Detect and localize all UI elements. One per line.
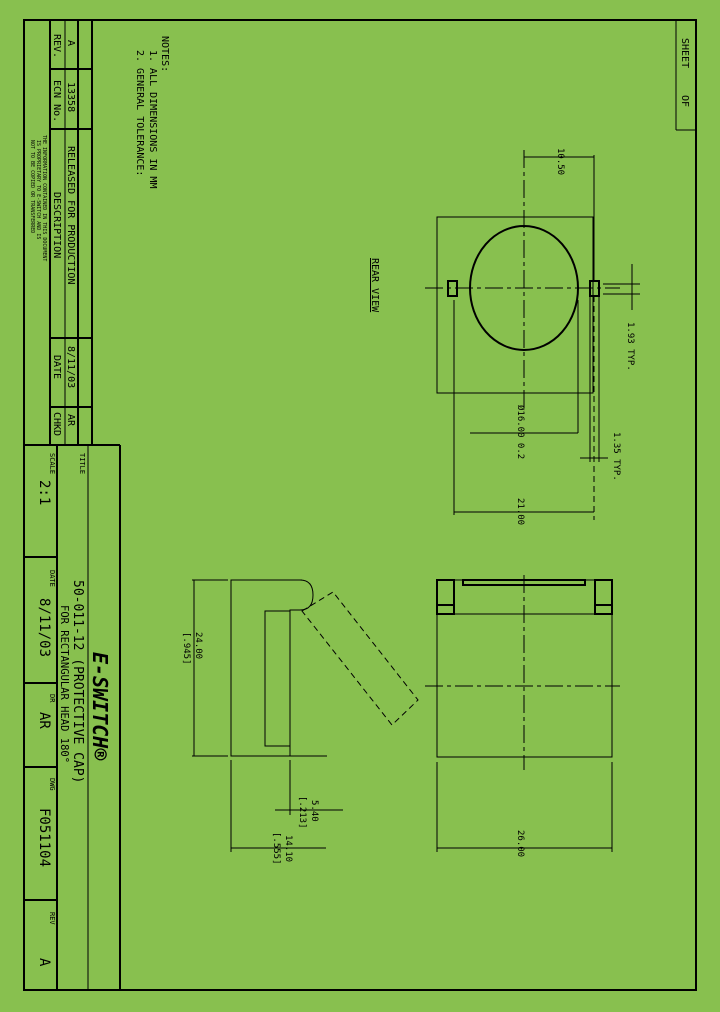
rear-view: REAR VIEW 10.50 1.93 TYP. Ø16.00 0.2 1.3… (369, 148, 640, 525)
cap-open-position (301, 591, 419, 726)
proprietary-line-1: THE INFORMATION CONTAINED IN THIS DOCUME… (41, 135, 47, 261)
rev-label: REV (48, 912, 56, 925)
proprietary-line-2: IS PROPRIETARY TO E-SWITCH AND IS (35, 140, 41, 239)
title-label: TITLE (78, 453, 86, 474)
dr-value: AR (36, 712, 52, 729)
rear-view-label: REAR VIEW (369, 258, 380, 313)
sheet-label: SHEET (679, 38, 690, 68)
front-view: 26.00 (425, 575, 620, 857)
dim-26-00: 26.00 (515, 830, 525, 857)
dim-24-00-inch: [.945] (181, 632, 191, 665)
dwg-label: DWG (48, 778, 56, 791)
date-value: 8/11/03 (65, 346, 76, 388)
description-header: DESCRIPTION (51, 192, 62, 258)
proprietary-line-3: NOT TO BE COPIED OR TRANSFERRED (29, 140, 35, 233)
date-label: DATE (48, 570, 56, 587)
date-value: 8/11/03 (36, 598, 52, 657)
dim-10-50: 10.50 (555, 148, 565, 175)
dim-21-00: 21.00 (515, 498, 525, 525)
dim-5-40: 5.40 (309, 800, 319, 822)
dim-14-10-inch: [.555] (271, 832, 281, 865)
description-value: RELEASED FOR PRODUCTION (65, 146, 76, 284)
dim-1-93-typ: 1.93 TYP. (625, 322, 635, 371)
title-line-1: 50-011-12 (PROTECTIVE CAP) (70, 580, 85, 784)
dwg-value: F051104 (36, 808, 52, 867)
dr-label: DR (48, 694, 56, 703)
dim-5-40-inch: [.213] (297, 796, 307, 829)
scale-label: SCALE (48, 453, 56, 474)
dim-1-35-typ: 1.35 TYP. (611, 432, 621, 481)
ecn-header: ECN No. (51, 80, 62, 122)
chkd-header: CHKD (51, 412, 62, 436)
rev-header: REV. (51, 34, 62, 58)
date-header: DATE (51, 355, 62, 379)
dim-dia-16: Ø16.00 0.2 (515, 405, 526, 459)
ecn-value: 13358 (65, 82, 76, 112)
revision-block: REV. ECN No. DESCRIPTION DATE CHKD A 133… (24, 20, 120, 446)
dim-14-10: 14.10 (283, 835, 293, 862)
scale-value: 2:1 (36, 480, 52, 505)
dim-24-00: 24.00 (193, 632, 203, 659)
notes-heading: NOTES: (159, 36, 170, 72)
sheet-of-label: OF (679, 95, 690, 107)
rev-value: A (36, 958, 52, 967)
e-switch-logo: E-SWITCH® (88, 652, 112, 761)
chkd-value: AR (65, 414, 76, 427)
notes: NOTES: 1. ALL DIMENSIONS IN MM 2. GENERA… (134, 36, 170, 188)
side-body-outline (230, 579, 314, 757)
title-line-2: FOR RECTANGULAR HEAD 180° (58, 605, 70, 763)
note-1: 1. ALL DIMENSIONS IN MM (147, 50, 158, 188)
rear-body-outline (436, 216, 594, 394)
sheet-border (23, 19, 697, 991)
note-2: 2. GENERAL TOLERANCE: (134, 50, 145, 176)
sheet-block: SHEET OF (675, 20, 696, 131)
title-block: TITLE 50-011-12 (PROTECTIVE CAP) FOR REC… (24, 445, 121, 990)
rev-value: A (65, 40, 76, 46)
side-view: 24.00 [.945] 5.40 [.213] 14.10 [.555] (181, 579, 419, 865)
